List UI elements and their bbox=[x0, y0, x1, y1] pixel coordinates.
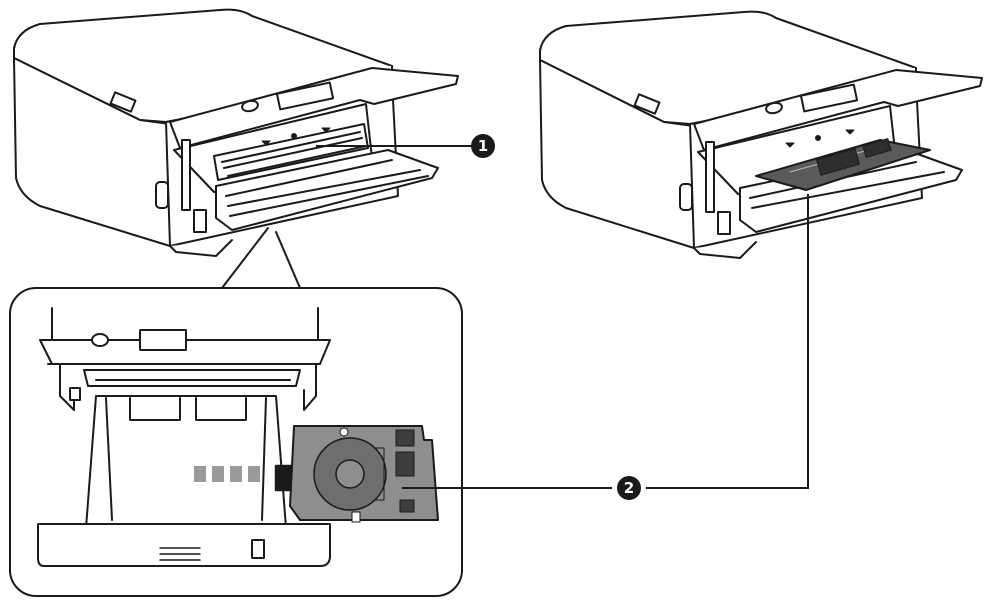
printer-right bbox=[539, 10, 983, 259]
paper-marks bbox=[194, 466, 260, 482]
disc-tray bbox=[289, 425, 439, 523]
zoom-detail bbox=[9, 227, 463, 597]
callout-2-badge bbox=[617, 476, 641, 500]
callout-2: 2 bbox=[402, 194, 809, 500]
callout-2-leader-right bbox=[646, 194, 809, 489]
callout-1: 1 bbox=[316, 134, 495, 158]
callout-2-number: 2 bbox=[624, 479, 634, 497]
printer-left bbox=[13, 8, 459, 257]
callout-1-number: 1 bbox=[478, 137, 488, 155]
callout-1-badge bbox=[471, 134, 495, 158]
